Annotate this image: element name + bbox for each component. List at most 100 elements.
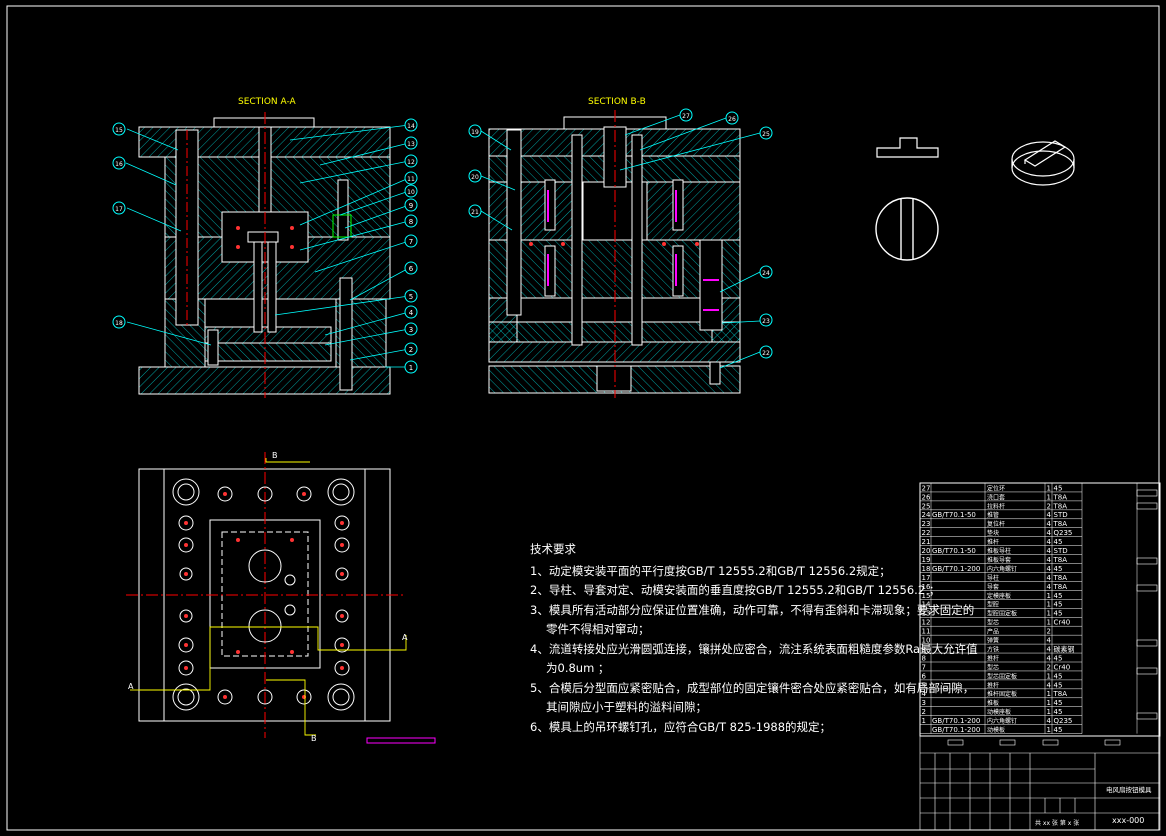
technical-requirements: 技术要求 1、动定模安装平面的平行度按GB/T 12555.2和GB/T 125…: [530, 540, 978, 737]
balloon-21: 21: [471, 209, 479, 216]
bom-cell-qty: 4: [1047, 529, 1052, 537]
bom-cell-name: 垫块: [987, 529, 999, 537]
balloon-8: 8: [409, 218, 413, 226]
bom-cell-name: 复位杆: [987, 520, 1005, 528]
bom-cell-no: 4: [922, 690, 927, 698]
tech-item-4: 4、流道转接处应光滑圆弧连接，镶拼处应密合，流注系统表面粗糙度参数Ra最大允许值: [530, 641, 978, 656]
balloons-a-a: 1 2 3 4 5 6 7 8 9 10 11 12 13 14 15 16 1…: [112, 118, 418, 374]
drawing-border: [6, 5, 1160, 831]
bom-cell-qty: 2: [1047, 663, 1051, 671]
bom-cell-name: 内六角螺钉: [987, 565, 1017, 573]
tech-item-5-cont: 其间隙应小于塑料的溢料间隙；: [546, 700, 707, 714]
bom-cell-qty: 4: [1047, 520, 1052, 528]
balloon-16: 16: [115, 161, 123, 168]
bom-cell-no: 20: [922, 547, 931, 555]
bom-cell-mat: T8A: [1053, 502, 1068, 510]
tech-item-2: 2、导柱、导套对定、动模安装面的垂直度按GB/T 12555.2和GB/T 12…: [530, 583, 941, 597]
bom-cell-qty: 4: [1047, 565, 1052, 573]
bom-cell-name: 推杆: [987, 681, 999, 689]
bom-cell-qty: 1: [1047, 690, 1051, 698]
bom-cell-qty: 4: [1047, 556, 1052, 564]
bom-cell-std: GB/T70.1-200: [932, 717, 980, 725]
bom-cell-qty: 4: [1047, 538, 1052, 546]
balloons-b-b: 19 20 21 22 23 24 25 26 27: [468, 108, 773, 359]
bom-cell-mat: Q235: [1054, 529, 1073, 537]
bom-cell-std: GB/T70.1-50: [932, 511, 976, 519]
bom-cell-qty: 1: [1047, 484, 1051, 492]
bom-cell-name: 推杆: [987, 654, 999, 662]
bom-cell-mat: 45: [1054, 484, 1063, 492]
bom-cell-no: 21: [922, 538, 931, 546]
bom-cell-name: 推板导套: [987, 556, 1011, 564]
bom-cell-no: 7: [922, 663, 926, 671]
bom-cell-name: 型腔: [987, 601, 999, 609]
bom-cell-no: 19: [922, 556, 931, 564]
bom-cell-std: GB/T70.1-200: [932, 726, 980, 734]
part-front-view: [876, 137, 939, 158]
balloon-23: 23: [762, 318, 770, 325]
balloon-12: 12: [407, 159, 415, 166]
bom-cell-name: 导套: [987, 583, 999, 591]
bom-cell-qty: 2: [1047, 502, 1051, 510]
balloon-20: 20: [471, 174, 479, 181]
bom-cell-mat: 45: [1054, 708, 1063, 716]
bom-cell-qty: 1: [1047, 726, 1051, 734]
bom-cell-qty: 4: [1047, 681, 1052, 689]
balloon-13: 13: [407, 141, 415, 148]
bom-cell-name: 动模座板: [987, 708, 1011, 716]
bom-cell-qty: 1: [1047, 672, 1051, 680]
balloon-4: 4: [409, 309, 414, 317]
tech-item-5: 5、合模后分型面应紧密贴合，成型部位的固定镶件密合处应紧密贴合，如有局部间隙，: [530, 680, 975, 695]
balloon-24: 24: [762, 270, 770, 277]
balloon-3: 3: [409, 326, 413, 334]
bom-cell-no: 6: [922, 672, 927, 680]
bom-cell-qty: 4: [1047, 583, 1052, 591]
bom-cell-mat: 45: [1054, 592, 1063, 600]
balloon-15: 15: [115, 127, 123, 134]
bom-cell-name: 推杆固定板: [987, 690, 1017, 698]
bom-cell-mat: 45: [1054, 565, 1063, 573]
tech-item-6: 6、模具上的吊环螺钉孔，应符合GB/T 825-1988的规定；: [530, 719, 832, 734]
bom-cell-mat: Cr40: [1054, 663, 1071, 671]
section-a-a-view: SECTION A-A: [112, 97, 418, 398]
bom-cell-qty: 4: [1047, 547, 1052, 555]
bom-cell-name: 定位环: [987, 484, 1005, 492]
bom-cell-mat: 45: [1054, 610, 1063, 618]
balloon-18: 18: [115, 320, 123, 327]
bom-cell-name: 浇口套: [987, 493, 1005, 501]
balloon-6: 6: [409, 265, 414, 273]
balloon-11: 11: [407, 176, 415, 183]
bom-cell-qty: 1: [1047, 601, 1051, 609]
bom-cell-qty: 1: [1047, 493, 1051, 501]
bom-cell-qty: 1: [1047, 592, 1051, 600]
section-b-title: SECTION B-B: [588, 97, 646, 107]
balloon-26: 26: [728, 116, 736, 123]
plan-label-b-top: B: [272, 451, 278, 460]
bom-cell-mat: T8A: [1053, 690, 1068, 698]
bom-cell-no: 12: [922, 619, 931, 627]
bom-cell-mat: T8A: [1053, 556, 1068, 564]
bom-cell-no: 15: [922, 592, 931, 600]
plan-view: B B A A: [126, 451, 436, 744]
bom-cell-mat: 45: [1054, 699, 1063, 707]
bom-cell-no: 16: [922, 583, 931, 591]
bom-cell-name: 拉料杆: [987, 502, 1005, 510]
drawing-number: xxx-000: [1112, 816, 1144, 825]
bom-cell-mat: T8A: [1053, 493, 1068, 501]
tech-item-3: 3、模具所有活动部分应保证位置准确，动作可靠，不得有歪斜和卡滞现象；要求固定的: [530, 602, 975, 617]
balloon-2: 2: [409, 346, 413, 354]
bom-cell-mat: STD: [1054, 547, 1068, 555]
balloon-5: 5: [409, 293, 413, 301]
bom-cell-mat: 45: [1054, 654, 1063, 662]
bom-cell-no: 9: [922, 645, 926, 653]
balloon-14: 14: [407, 123, 415, 130]
part-top-view: [875, 197, 939, 261]
bom-cell-name: 产品: [987, 628, 999, 636]
balloon-27: 27: [682, 113, 690, 120]
tech-item-4-cont: 为0.8um ；: [546, 661, 610, 675]
bom-cell-mat: T8A: [1053, 520, 1068, 528]
bom-cell-qty: 1: [1047, 699, 1051, 707]
balloon-1: 1: [409, 364, 413, 372]
title-block: [919, 735, 1161, 831]
bom-cell-name: 导柱: [987, 574, 999, 582]
